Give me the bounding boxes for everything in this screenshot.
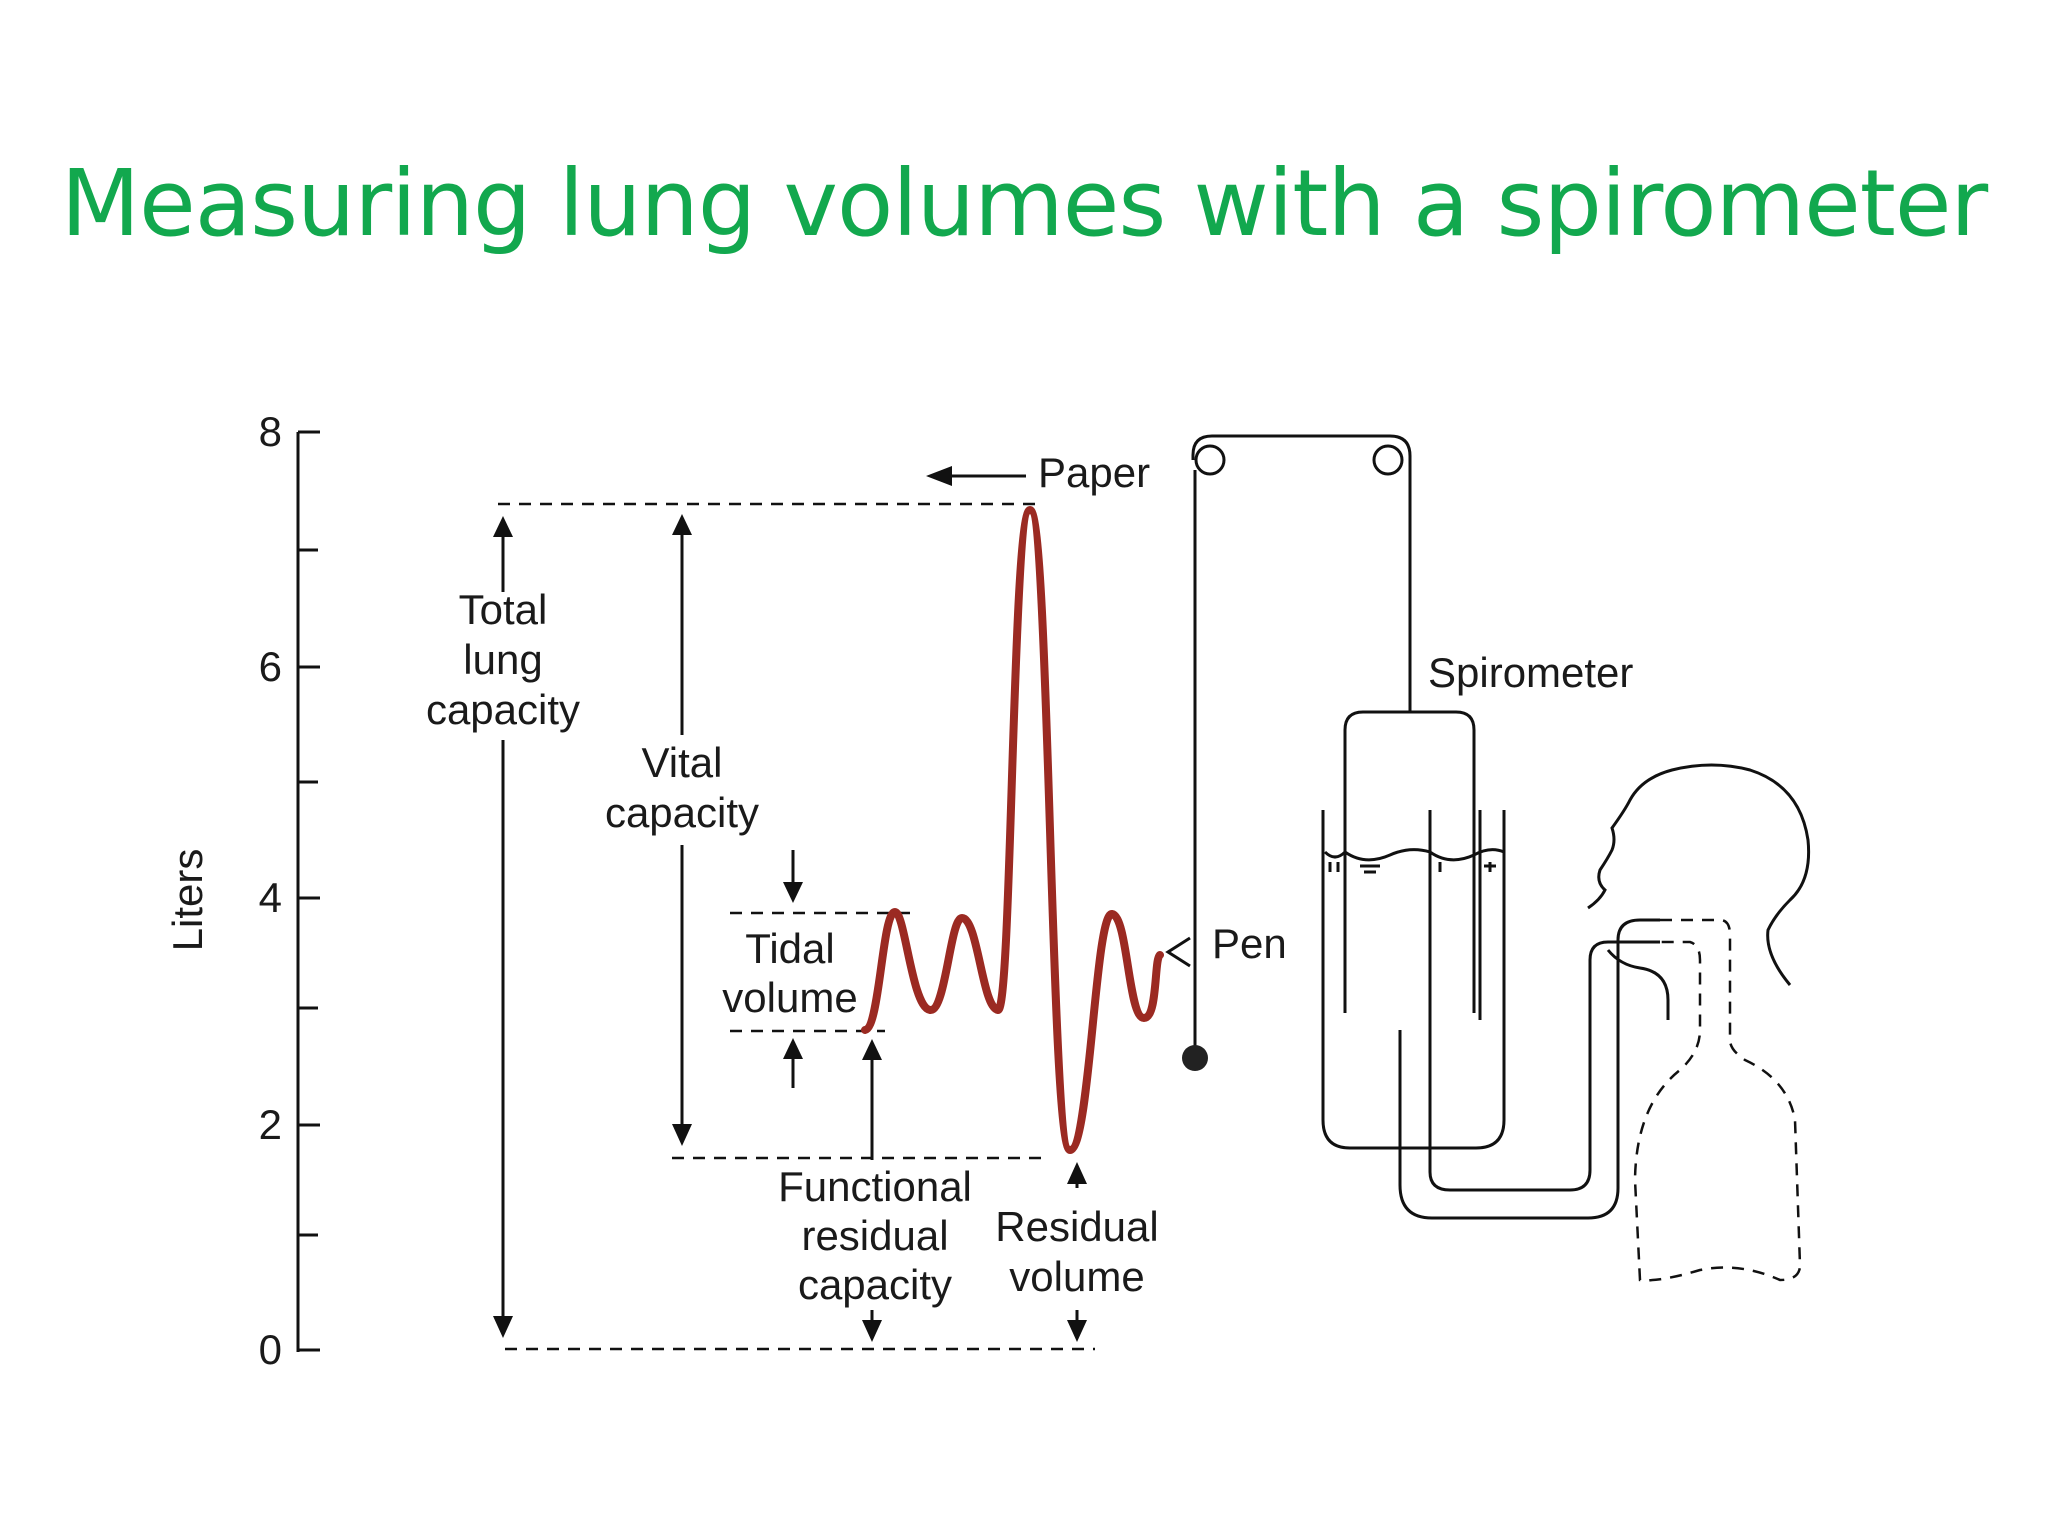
tick-label: 2 — [259, 1101, 282, 1148]
pulley — [1194, 444, 1226, 476]
frc-label: residual — [801, 1212, 948, 1259]
pen-weight — [1182, 1045, 1208, 1071]
person-outline — [1587, 763, 1811, 1282]
tick-label: 6 — [259, 643, 282, 690]
volume-labels: Paper Total lung capacity Vital capacity… — [426, 449, 1633, 1308]
spirometer-label: Spirometer — [1428, 649, 1633, 696]
pen-label: Pen — [1212, 920, 1287, 967]
total-lung-capacity-label: lung — [463, 636, 542, 683]
total-lung-capacity-label: capacity — [426, 686, 580, 733]
reference-lines — [498, 502, 1095, 1351]
tidal-volume-label: volume — [722, 974, 857, 1021]
residual-volume-label: Residual — [995, 1203, 1158, 1250]
vital-capacity-label: Vital — [642, 739, 723, 786]
spirogram-trace — [861, 506, 1164, 1154]
tick-label: 4 — [259, 874, 282, 921]
tick-label: 0 — [259, 1326, 282, 1373]
frc-label: capacity — [798, 1261, 952, 1308]
pulley — [1372, 444, 1404, 476]
page-title: Measuring lung volumes with a spirometer — [60, 150, 1989, 257]
total-lung-capacity-label: Total — [459, 586, 548, 633]
spirometer-apparatus — [1165, 434, 1660, 1220]
residual-volume-label: volume — [1009, 1253, 1144, 1300]
frc-label: Functional — [778, 1163, 972, 1210]
tidal-volume-label: Tidal — [745, 925, 834, 972]
y-axis-label: Liters — [164, 849, 211, 952]
measurement-arrows — [493, 466, 1087, 1342]
vital-capacity-label: capacity — [605, 789, 759, 836]
y-axis: 8 6 4 2 0 Liters — [164, 408, 320, 1373]
paper-label: Paper — [1038, 449, 1150, 496]
tick-label: 8 — [259, 408, 282, 455]
